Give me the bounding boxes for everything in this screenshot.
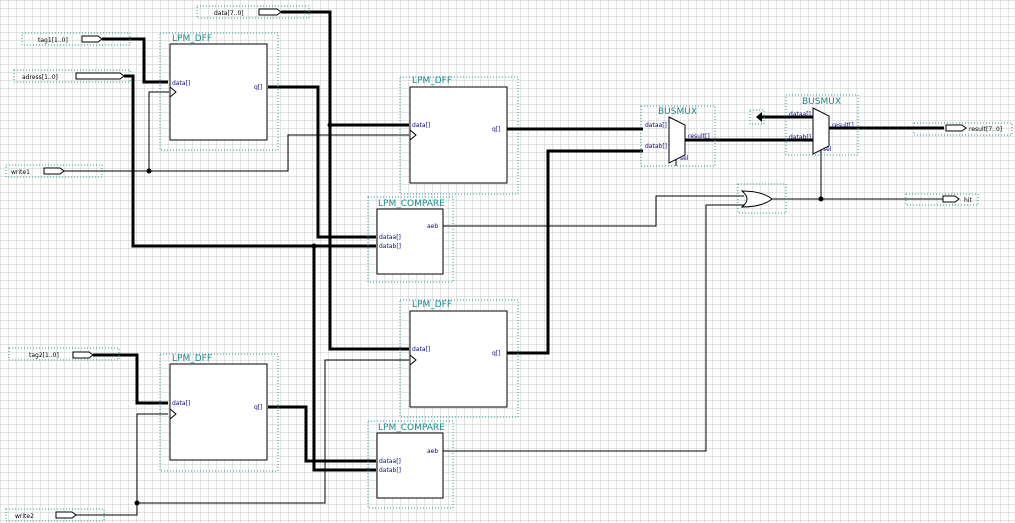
lpm-compare-2-port-aeb: aeb bbox=[427, 448, 438, 455]
or-gate[interactable] bbox=[737, 183, 787, 214]
lpm-dff-3-port-q: q[] bbox=[492, 350, 501, 357]
lpm-dff-4-title: LPM_DFF bbox=[172, 354, 212, 364]
pin-tag1-label: tag1[1..0] bbox=[38, 37, 68, 44]
lpm-compare-1[interactable]: LPM_COMPARE dataa[] datab[] aeb bbox=[367, 196, 454, 283]
pin-write1[interactable]: write1 bbox=[5, 164, 103, 178]
pin-result[interactable]: result[7..0] bbox=[913, 122, 1013, 136]
lpm-dff-1[interactable]: LPM_DFF data[] q[] bbox=[159, 32, 279, 151]
lpm-compare-2-port-datab: datab[] bbox=[379, 467, 401, 474]
pin-hit-label: hit bbox=[964, 197, 972, 204]
lpm-dff-1-port-data: data[] bbox=[172, 80, 190, 87]
lpm-compare-1-port-aeb: aeb bbox=[427, 223, 438, 230]
pin-tag2-label: tag2[1..0] bbox=[29, 352, 59, 359]
pin-result-label: result[7..0] bbox=[969, 126, 1002, 133]
wires bbox=[60, 10, 944, 516]
busmux-1-port-datab: datab[] bbox=[645, 143, 667, 150]
lpm-dff-2-port-data: data[] bbox=[412, 122, 430, 129]
pin-adress[interactable]: adress[1..0] bbox=[13, 69, 131, 83]
busmux-1-port-sel: sel bbox=[680, 155, 689, 162]
lpm-dff-3-port-data: data[] bbox=[412, 346, 430, 353]
lpm-compare-1-port-datab: datab[] bbox=[379, 243, 401, 250]
lpm-dff-1-title: LPM_DFF bbox=[172, 34, 212, 44]
busmux-2-port-dataa: dataa[] bbox=[789, 111, 811, 118]
pin-write2[interactable]: write2 bbox=[5, 508, 105, 522]
lpm-dff-2[interactable]: LPM_DFF data[] q[] bbox=[399, 76, 519, 195]
lpm-dff-1-port-q: q[] bbox=[254, 84, 263, 91]
lpm-dff-4[interactable]: LPM_DFF data[] q[] bbox=[159, 353, 279, 472]
unconnected-arrow-icon bbox=[749, 109, 765, 125]
busmux-1[interactable]: BUSMUX dataa[] datab[] result[] sel bbox=[640, 105, 716, 167]
lpm-compare-2-title: LPM_COMPARE bbox=[378, 423, 445, 433]
busmux-2-port-sel: sel bbox=[823, 146, 832, 153]
lpm-dff-2-title: LPM_DFF bbox=[412, 76, 452, 86]
lpm-compare-1-port-dataa: dataa[] bbox=[379, 234, 401, 241]
busmux-2[interactable]: BUSMUX dataa[] datab[] result[] sel bbox=[785, 94, 859, 156]
busmux-1-port-result: result[] bbox=[688, 133, 710, 140]
busmux-2-title: BUSMUX bbox=[802, 97, 841, 107]
pin-write1-label: write1 bbox=[11, 169, 30, 176]
lpm-dff-4-port-data: data[] bbox=[172, 400, 190, 407]
pin-adress-label: adress[1..0] bbox=[22, 74, 58, 81]
lpm-compare-2-port-dataa: dataa[] bbox=[379, 458, 401, 465]
busmux-1-port-dataa: dataa[] bbox=[645, 122, 667, 129]
lpm-compare-2[interactable]: LPM_COMPARE dataa[] datab[] aeb bbox=[367, 420, 454, 509]
busmux-1-title: BUSMUX bbox=[658, 107, 697, 117]
lpm-dff-3[interactable]: LPM_DFF data[] q[] bbox=[399, 299, 519, 418]
lpm-dff-4-port-q: q[] bbox=[254, 404, 263, 411]
pin-tag1[interactable]: tag1[1..0] bbox=[21, 32, 131, 46]
junction-dots bbox=[134, 122, 824, 506]
pin-hit[interactable]: hit bbox=[905, 193, 979, 206]
lpm-dff-3-title: LPM_DFF bbox=[412, 300, 452, 310]
busmux-2-port-result: result[] bbox=[832, 122, 854, 129]
pin-tag2[interactable]: tag2[1..0] bbox=[8, 347, 120, 361]
pin-data[interactable]: data[7..0] bbox=[196, 5, 310, 19]
busmux-2-port-datab: datab[] bbox=[789, 134, 811, 141]
pin-write2-label: write2 bbox=[15, 513, 34, 520]
lpm-compare-1-title: LPM_COMPARE bbox=[378, 199, 445, 209]
lpm-dff-2-port-q: q[] bbox=[492, 126, 501, 133]
pin-data-label: data[7..0] bbox=[214, 10, 244, 17]
